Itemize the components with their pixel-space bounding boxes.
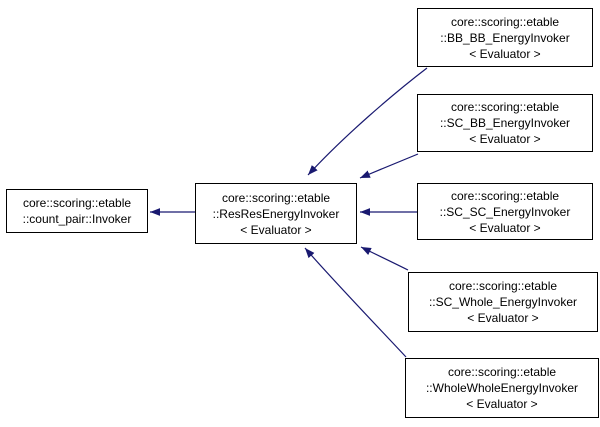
node-label-line: core::scoring::etable (450, 14, 560, 29)
node-label-line: ::WholeWholeEnergyInvoker (425, 381, 579, 395)
node-label-line: ::SC_Whole_EnergyInvoker (428, 295, 578, 309)
node-label-line: ::count_pair::Invoker (22, 212, 132, 226)
node-label-line: core::scoring::etable (450, 100, 560, 114)
node-bb-bb-energy-invoker[interactable]: core::scoring::etable ::BB_BB_EnergyInvo… (417, 8, 593, 67)
node-label-line: ::SC_BB_EnergyInvoker (439, 116, 571, 130)
node-res-res-energy-invoker: core::scoring::etable ::ResResEnergyInvo… (195, 183, 357, 244)
node-label-line: ::BB_BB_EnergyInvoker (440, 30, 570, 45)
edge-wholewhole-to-resres (304, 247, 407, 358)
node-label-line: < Evaluator > (469, 132, 541, 146)
node-label-line: core::scoring::etable (221, 190, 331, 205)
edge-scwhole-to-resres (360, 246, 409, 271)
node-sc-bb-energy-invoker[interactable]: core::scoring::etable ::SC_BB_EnergyInvo… (417, 94, 593, 152)
node-label-line: < Evaluator > (467, 311, 539, 325)
edge-bbbb-to-resres (307, 67, 428, 176)
node-label-line: < Evaluator > (469, 220, 541, 235)
node-whole-whole-energy-invoker[interactable]: core::scoring::etable ::WholeWholeEnergy… (405, 358, 599, 418)
node-label-line: < Evaluator > (240, 222, 312, 237)
node-count-pair-invoker[interactable]: core::scoring::etable ::count_pair::Invo… (6, 189, 148, 233)
edge-scbb-to-resres (359, 153, 419, 179)
node-label-line: core::scoring::etable (450, 188, 560, 203)
node-sc-whole-energy-invoker[interactable]: core::scoring::etable ::SC_Whole_EnergyI… (408, 272, 598, 332)
node-label-line: core::scoring::etable (447, 365, 557, 379)
node-label-line: < Evaluator > (466, 397, 538, 411)
node-label-line: ::ResResEnergyInvoker (212, 206, 340, 221)
node-label-line: core::scoring::etable (22, 196, 132, 210)
node-label-line: < Evaluator > (469, 46, 541, 61)
node-sc-sc-energy-invoker[interactable]: core::scoring::etable ::SC_SC_EnergyInvo… (417, 183, 593, 240)
node-label-line: core::scoring::etable (448, 279, 558, 293)
node-label-line: ::SC_SC_EnergyInvoker (439, 204, 571, 219)
